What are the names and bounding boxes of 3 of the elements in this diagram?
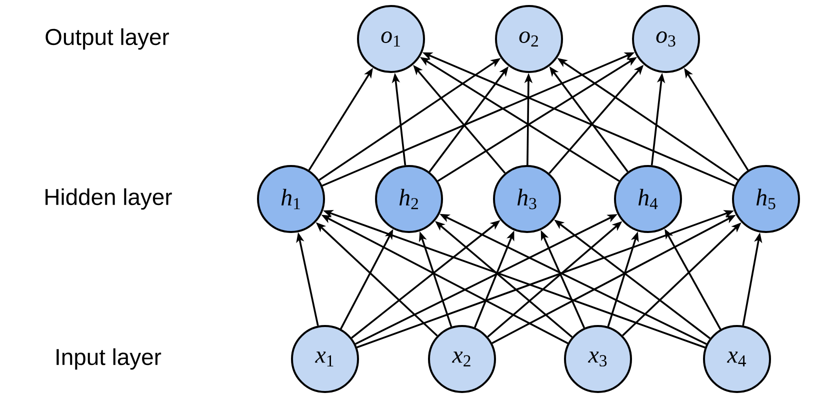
layer-label: Output layer [46, 28, 169, 50]
layer-label: Hidden layer [46, 188, 172, 210]
layer-label: Input layer [56, 348, 162, 370]
